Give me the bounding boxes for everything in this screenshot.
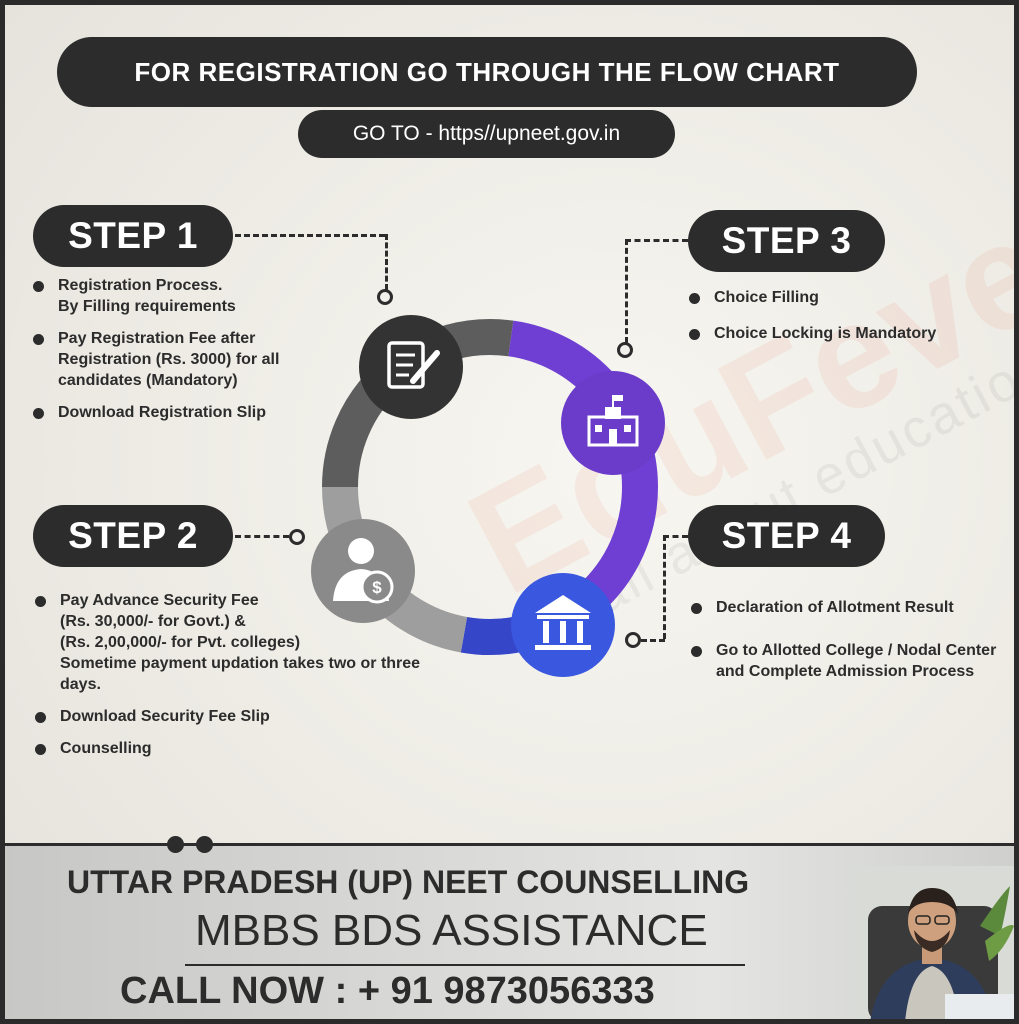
ring-segment-step-3b [577, 486, 658, 612]
step-1-bullet: Registration Process. By Filling require… [33, 275, 333, 317]
step-2-bullet: Counselling [35, 738, 425, 759]
step-4-bullet: Declaration of Allotment Result [691, 597, 1001, 618]
step-3-connector-v [625, 239, 628, 343]
footer-divider [185, 964, 745, 966]
step-1-connector-h [235, 234, 385, 237]
step-4-bullet: Go to Allotted College / Nodal Center an… [691, 640, 1001, 682]
step-2-connector [235, 535, 289, 538]
step-1-bullet: Download Registration Slip [33, 402, 333, 423]
step-4-label: STEP 4 [688, 505, 885, 567]
step-4-connector-h [663, 535, 688, 538]
step-3-bullets: Choice Filling Choice Locking is Mandato… [689, 287, 1009, 355]
form-pencil-icon [359, 315, 463, 419]
footer-title: UTTAR PRADESH (UP) NEET COUNSELLING [67, 864, 750, 900]
footer-dots [167, 836, 213, 853]
svg-text:$: $ [372, 578, 382, 597]
step-3-bullet: Choice Filling [689, 287, 1009, 308]
flow-wheel: $ [311, 315, 665, 677]
footer-call-now[interactable]: CALL NOW : + 91 9873056333 [120, 970, 655, 1012]
step-4-connector-dot [625, 632, 641, 648]
step-4-bullets: Declaration of Allotment Result Go to Al… [691, 597, 1001, 693]
step-2-bullet: Pay Advance Security Fee (Rs. 30,000/- f… [35, 590, 425, 695]
step-3-label: STEP 3 [688, 210, 885, 272]
url-banner: GO TO - https//upneet.gov.in [298, 110, 675, 158]
step-2-connector-dot [289, 529, 305, 545]
step-2-bullet: Download Security Fee Slip [35, 706, 425, 727]
step-3-bullet: Choice Locking is Mandatory [689, 323, 1009, 344]
bank-institution-icon [511, 573, 615, 677]
icon-circles: $ [311, 315, 665, 677]
step-4-connector-h2 [641, 639, 665, 642]
step-1-label: STEP 1 [33, 205, 233, 267]
step-2-bullets: Pay Advance Security Fee (Rs. 30,000/- f… [35, 590, 425, 770]
step-3-connector-dot [617, 342, 633, 358]
page-title: FOR REGISTRATION GO THROUGH THE FLOW CHA… [57, 37, 917, 107]
step-4-connector-v [663, 535, 666, 639]
step-2-label: STEP 2 [33, 505, 233, 567]
step-3-connector-h [625, 239, 688, 242]
step-1-bullet: Pay Registration Fee after Registration … [33, 328, 333, 391]
presenter-photo [850, 866, 1014, 1019]
footer-banner: UTTAR PRADESH (UP) NEET COUNSELLING MBBS… [5, 836, 1014, 1019]
school-building-icon [561, 371, 665, 475]
user-rupee-icon: $ [311, 519, 415, 623]
step-1-bullets: Registration Process. By Filling require… [33, 275, 333, 434]
step-1-connector-dot [377, 289, 393, 305]
step-1-connector-v [385, 234, 388, 290]
footer-subtitle: MBBS BDS ASSISTANCE [195, 906, 708, 955]
